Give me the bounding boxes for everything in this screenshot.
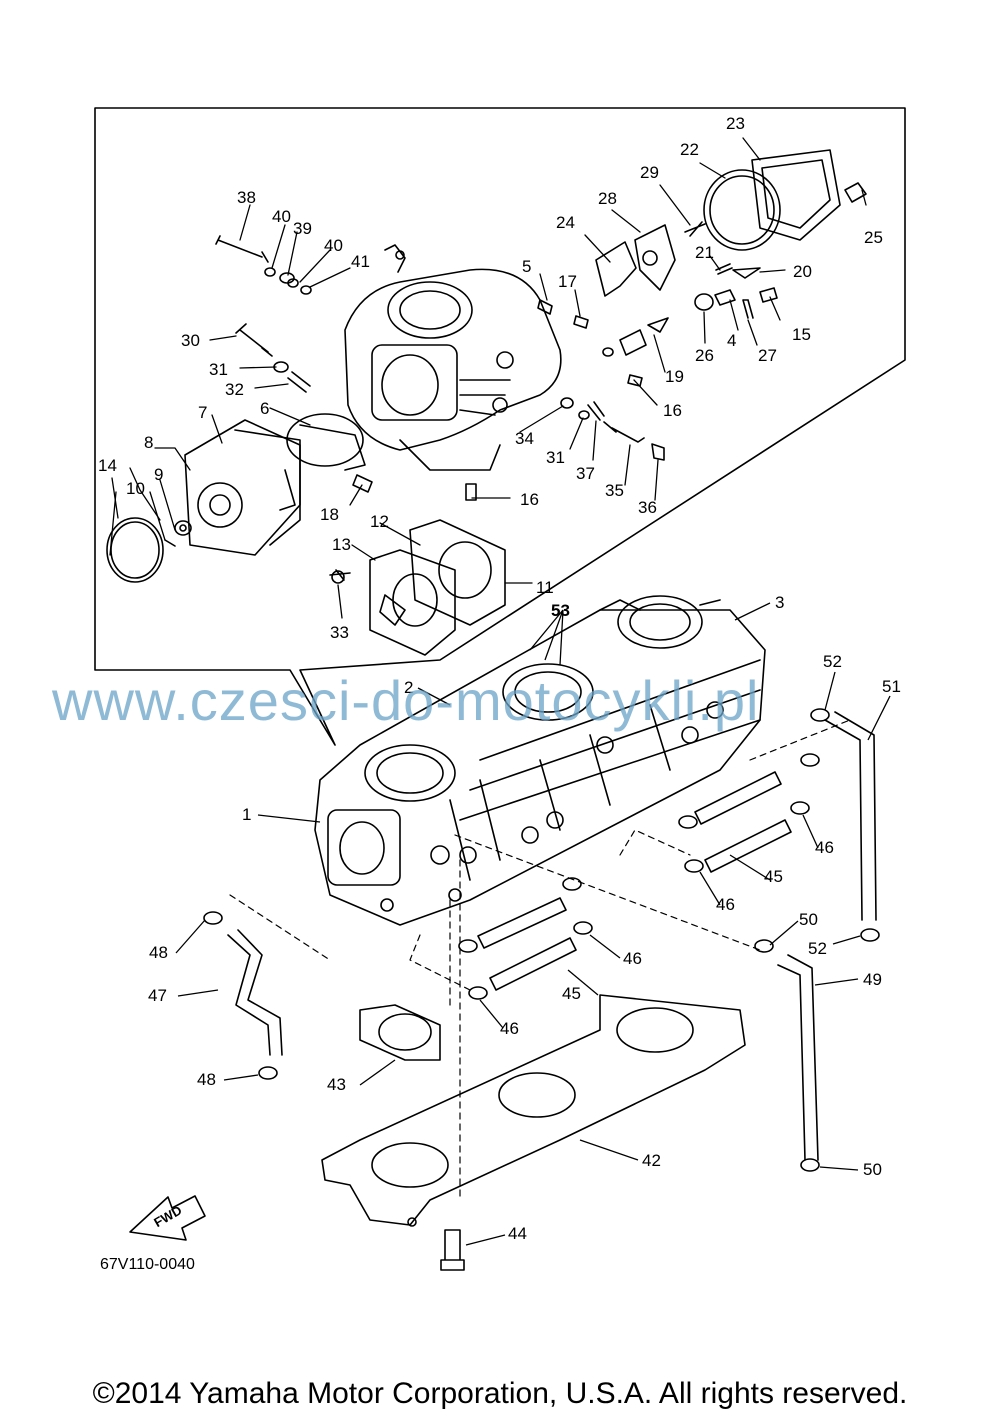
callout-52a: 52 bbox=[823, 652, 842, 671]
callout-18: 18 bbox=[320, 505, 339, 524]
pump-cover bbox=[184, 419, 301, 556]
callout-43: 43 bbox=[327, 1075, 346, 1094]
carburetor-assembly bbox=[314, 595, 766, 926]
callout-30: 30 bbox=[181, 331, 200, 350]
callout-14: 14 bbox=[98, 456, 117, 475]
callout-11: 11 bbox=[536, 578, 554, 597]
callout-10: 10 bbox=[126, 479, 145, 498]
callout-16b: 16 bbox=[520, 490, 539, 509]
callout-15: 15 bbox=[792, 325, 811, 344]
callout-50a: 50 bbox=[799, 910, 818, 929]
callout-48a: 48 bbox=[149, 943, 168, 962]
callout-16a: 16 bbox=[663, 401, 682, 420]
callout-35: 35 bbox=[605, 481, 624, 500]
callout-39: 39 bbox=[293, 219, 312, 238]
callout-17: 17 bbox=[558, 272, 577, 291]
hose-clamps bbox=[203, 708, 880, 1172]
diaphragm-ring bbox=[106, 517, 164, 583]
callout-53: 53 bbox=[551, 601, 570, 620]
callout-49: 49 bbox=[863, 970, 882, 989]
callout-25: 25 bbox=[864, 228, 883, 247]
assembly-lines bbox=[229, 719, 851, 1201]
callout-1: 1 bbox=[242, 805, 251, 824]
callout-24: 24 bbox=[556, 213, 575, 232]
callout-20: 20 bbox=[793, 262, 812, 281]
callout-50b: 50 bbox=[863, 1160, 882, 1179]
hose-49 bbox=[777, 954, 819, 1161]
detail-box-outline bbox=[94, 107, 906, 746]
callout-40b: 40 bbox=[324, 236, 343, 255]
callout-32: 32 bbox=[225, 380, 244, 399]
leader-lines-lower bbox=[175, 602, 891, 1246]
callout-26: 26 bbox=[695, 346, 714, 365]
watermark-text: www.czesci-do-motocykli.pl bbox=[52, 669, 760, 732]
gasket-6 bbox=[286, 413, 364, 467]
callout-13: 13 bbox=[332, 535, 351, 554]
diagram-code: 67V110-0040 bbox=[100, 1256, 195, 1273]
callout-42: 42 bbox=[642, 1151, 661, 1170]
callout-44: 44 bbox=[508, 1224, 527, 1243]
fwd-arrow bbox=[129, 1195, 206, 1241]
callout-34: 34 bbox=[515, 429, 534, 448]
callout-40a: 40 bbox=[272, 207, 291, 226]
callout-23: 23 bbox=[726, 114, 745, 133]
callout-4: 4 bbox=[727, 331, 736, 350]
callout-29: 29 bbox=[640, 163, 659, 182]
callout-7: 7 bbox=[198, 403, 207, 422]
callout-37: 37 bbox=[576, 464, 595, 483]
callout-41: 41 bbox=[351, 252, 370, 271]
callout-46c: 46 bbox=[716, 895, 735, 914]
callout-9: 9 bbox=[154, 465, 163, 484]
hose-47 bbox=[227, 929, 283, 1056]
callout-48b: 48 bbox=[197, 1070, 216, 1089]
small-parts-upper bbox=[215, 149, 867, 584]
manifold-42 bbox=[321, 994, 746, 1227]
callout-27: 27 bbox=[758, 346, 777, 365]
callout-46b: 46 bbox=[500, 1019, 519, 1038]
callout-21: 21 bbox=[695, 243, 714, 262]
exploded-carburetor bbox=[344, 244, 562, 471]
callout-51: 51 bbox=[882, 677, 901, 696]
callout-5: 5 bbox=[522, 257, 531, 276]
bolt-44 bbox=[440, 1229, 465, 1271]
gaskets-11-12-13 bbox=[369, 519, 506, 656]
copyright-notice: ©2014 Yamaha Motor Corporation, U.S.A. A… bbox=[92, 1377, 908, 1410]
callout-labels: 1 2 3 4 5 6 7 8 9 10 11 12 13 14 15 16 1… bbox=[98, 114, 901, 1243]
callout-12: 12 bbox=[370, 512, 389, 531]
callout-31b: 31 bbox=[546, 448, 565, 467]
callout-45b: 45 bbox=[764, 867, 783, 886]
callout-19: 19 bbox=[665, 367, 684, 386]
fwd-label: FWD bbox=[151, 1202, 184, 1230]
callout-36: 36 bbox=[638, 498, 657, 517]
callout-47: 47 bbox=[148, 986, 167, 1005]
leader-lines bbox=[109, 137, 867, 619]
callout-31a: 31 bbox=[209, 360, 228, 379]
hoses-45 bbox=[477, 771, 792, 991]
callout-6: 6 bbox=[260, 399, 269, 418]
callout-2: 2 bbox=[404, 678, 413, 697]
callout-3: 3 bbox=[775, 593, 784, 612]
callout-46a: 46 bbox=[623, 949, 642, 968]
callout-45a: 45 bbox=[562, 984, 581, 1003]
callout-38: 38 bbox=[237, 188, 256, 207]
callout-46d: 46 bbox=[815, 838, 834, 857]
callout-33: 33 bbox=[330, 623, 349, 642]
callout-52b: 52 bbox=[808, 939, 827, 958]
callout-22: 22 bbox=[680, 140, 699, 159]
callout-28: 28 bbox=[598, 189, 617, 208]
hose-51 bbox=[824, 711, 877, 921]
gasket-43 bbox=[359, 1004, 441, 1061]
callout-8: 8 bbox=[144, 433, 153, 452]
